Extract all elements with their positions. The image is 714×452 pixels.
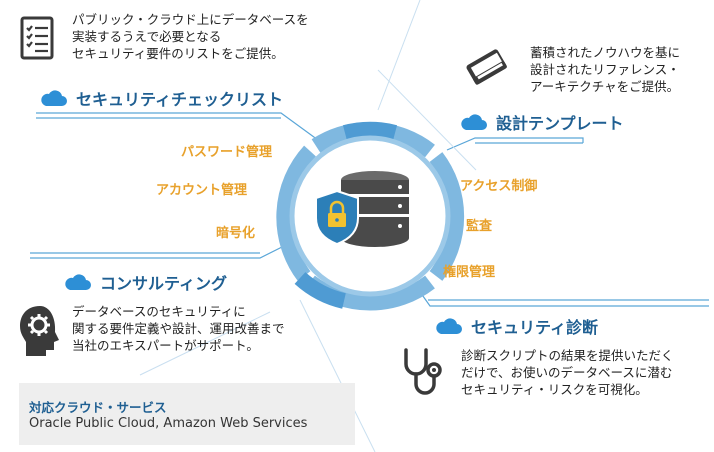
diagnosis-heading: セキュリティ診断	[433, 314, 598, 338]
head-gear-icon	[18, 304, 62, 362]
services-list: Oracle Public Cloud, Amazon Web Services	[29, 416, 308, 431]
checklist-desc-line-3: セキュリティ要件のリストをご提供。	[72, 46, 284, 61]
diagnosis-desc-line-3: セキュリティ・リスクを可視化。	[461, 382, 648, 397]
diagnosis-description: 診断スクリプトの結果を提供いただく だけで、お使いのデータベースに潜む セキュリ…	[461, 347, 674, 398]
consulting-desc-line-2: 関する要件定義や設計、運用改善まで	[72, 321, 285, 336]
checklist-description: パブリック・クラウド上にデータベースを 実装するうえで必要となる セキュリティ要…	[72, 11, 309, 62]
consulting-description: データベースのセキュリティに 関する要件定義や設計、運用改善まで 当社のエキスパ…	[72, 303, 285, 354]
template-desc-line-2: 設計されたリファレンス・	[530, 62, 680, 77]
consulting-heading: コンサルティング	[62, 270, 227, 294]
checklist-desc-line-2: 実装するうえで必要となる	[72, 29, 222, 44]
services-title: 対応クラウド・サービス	[29, 400, 167, 415]
feature-password: パスワード管理	[181, 145, 273, 160]
template-heading: 設計テンプレート	[458, 110, 624, 134]
cloud-icon	[461, 114, 487, 130]
cloud-icon	[65, 274, 91, 290]
template-heading-text: 設計テンプレート	[496, 114, 624, 133]
shield-lock-icon	[315, 189, 359, 246]
connector-template	[446, 137, 584, 151]
template-desc-line-3: アーキテクチャをご提供。	[530, 79, 680, 94]
connector-consulting	[30, 239, 297, 259]
inner-ring	[289, 135, 451, 297]
feature-privilege: 権限管理	[443, 265, 496, 280]
feature-access-control: アクセス制御	[460, 179, 538, 194]
consulting-heading-text: コンサルティング	[100, 274, 228, 293]
connector-checklist	[36, 112, 319, 141]
feature-encryption: 暗号化	[216, 226, 256, 241]
ring-segment-right	[429, 152, 465, 281]
diagnosis-desc-line-1: 診断スクリプトの結果を提供いただく	[461, 348, 674, 363]
cloud-icon	[436, 318, 462, 334]
feature-audit: 監査	[466, 219, 493, 234]
stethoscope-icon	[400, 346, 452, 402]
diagnosis-heading-text: セキュリティ診断	[471, 318, 599, 337]
checklist-heading-text: セキュリティチェックリスト	[76, 90, 284, 109]
services-box	[19, 383, 355, 445]
consulting-desc-line-3: 当社のエキスパートがサポート。	[72, 338, 259, 353]
connector-diagnosis	[412, 281, 709, 307]
template-desc-line-1: 蓄積されたノウハウを基に	[530, 45, 681, 60]
feature-account: アカウント管理	[156, 183, 248, 198]
ring-segment-left	[276, 145, 317, 281]
book-icon	[460, 40, 512, 96]
diagnosis-desc-line-2: だけで、お使いのデータベースに潜む	[461, 365, 673, 380]
cloud-icon	[41, 90, 67, 106]
template-description: 蓄積されたノウハウを基に 設計されたリファレンス・ アーキテクチャをご提供。	[530, 44, 680, 95]
checklist-heading: セキュリティチェックリスト	[38, 86, 283, 110]
checklist-desc-line-1: パブリック・クラウド上にデータベースを	[72, 12, 309, 27]
checklist-icon	[20, 16, 56, 64]
consulting-desc-line-1: データベースのセキュリティに	[72, 304, 246, 319]
